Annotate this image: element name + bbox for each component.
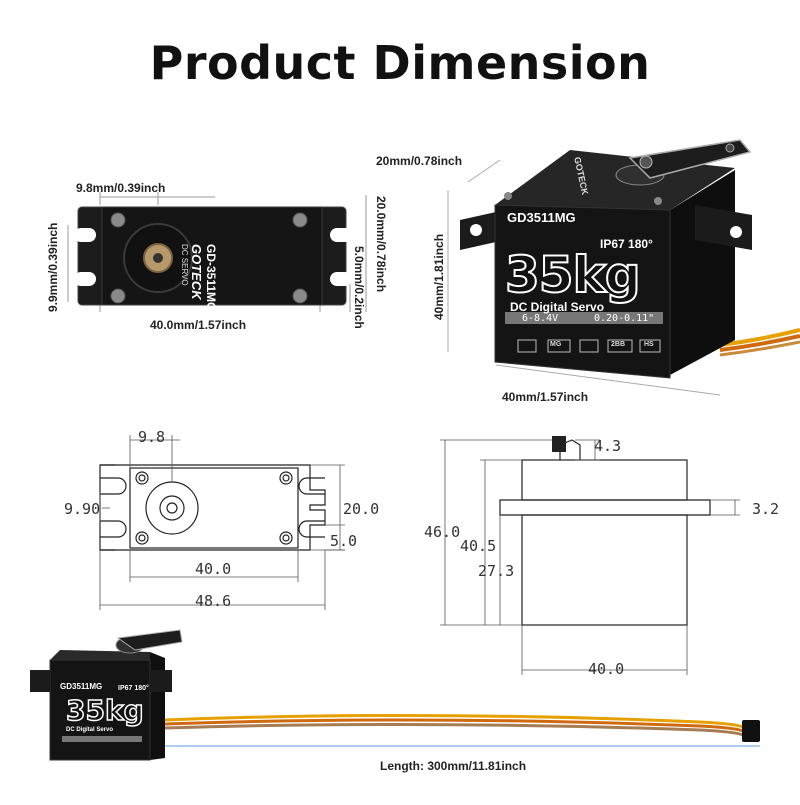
drawing-top-view <box>0 400 400 620</box>
top-view-photo <box>0 0 400 400</box>
badge-hs: HS <box>644 341 654 348</box>
dim-left-height-label: 9.9mm/0.39inch <box>46 222 60 312</box>
cable-photo <box>0 620 800 800</box>
body-brand-text: GOTECK <box>189 244 204 300</box>
torque-text: 35kg <box>504 245 642 305</box>
model-text: GD3511MG <box>507 210 576 225</box>
drawing-top-svg <box>99 435 345 610</box>
drawing-dim-9-90: 9.90 <box>64 500 101 518</box>
drawing-dim-40-5: 40.5 <box>460 537 497 555</box>
dim-right-height-label: 20.0mm/0.78inch <box>374 196 388 293</box>
dim-depth-label: 20mm/0.78inch <box>376 154 463 168</box>
kind-text: DC Digital Servo <box>510 300 605 314</box>
drawing-dim-4-3: 4.3 <box>594 437 622 455</box>
drawing-dim-5-0: 5.0 <box>330 532 358 550</box>
voltage-text: 6-8.4V <box>522 313 559 324</box>
dim-width-label: 40mm/1.57inch <box>502 390 589 404</box>
badge-2bb: 2BB <box>611 341 626 348</box>
speed-text: 0.20-0.11" <box>594 313 655 324</box>
page-title: Product Dimension <box>149 36 651 90</box>
mini-kind-text: DC Digital Servo <box>66 727 114 733</box>
rating-text: IP67 180° <box>600 237 653 251</box>
dim-right-offset-label: 5.0mm/0.2inch <box>352 246 366 329</box>
body-model-text: GD-3511MG <box>204 244 218 312</box>
dim-height-label: 40mm/1.81inch <box>432 233 446 320</box>
perspective-servo <box>447 139 800 396</box>
mini-torque-text: 35kg <box>65 693 144 728</box>
dim-top-width-label: 9.8mm/0.39inch <box>76 181 166 195</box>
dim-bottom-width-label: 40.0mm/1.57inch <box>150 318 247 332</box>
body-sub-text: DC SERVO <box>180 244 189 286</box>
cable-svg <box>30 629 760 761</box>
drawing-dim-40-0: 40.0 <box>195 560 232 578</box>
perspective-photo <box>400 0 800 400</box>
drawing-dim-9-8: 9.8 <box>138 428 166 446</box>
cable-length-label: Length: 300mm/11.81inch <box>380 759 527 773</box>
badge-mg: MG <box>550 341 562 348</box>
drawing-dim-46-0: 46.0 <box>424 523 461 541</box>
drawing-side-view <box>400 420 800 700</box>
drawing-dim-3-2: 3.2 <box>752 500 780 518</box>
drawing-dim-40-0-side: 40.0 <box>588 660 625 678</box>
drawing-dim-27-3: 27.3 <box>478 562 515 580</box>
mini-rating-text: IP67 180° <box>118 685 149 692</box>
top-view-servo <box>67 192 367 312</box>
drawing-dim-48-6: 48.6 <box>195 592 232 610</box>
drawing-dim-20-0: 20.0 <box>343 500 380 518</box>
drawing-side-svg <box>440 436 740 675</box>
mini-model-text: GD3511MG <box>60 682 103 691</box>
body-label: GD-3511MG GOTECK DC SERVO <box>180 244 218 324</box>
